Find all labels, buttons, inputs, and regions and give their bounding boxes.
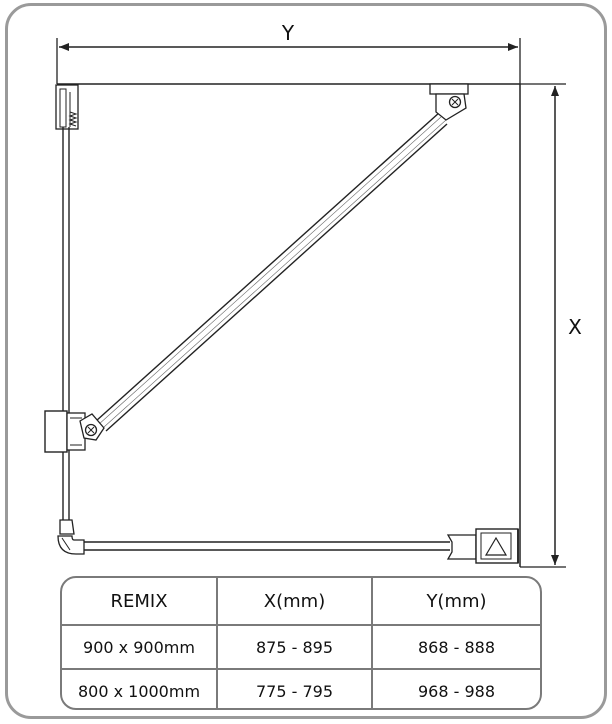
header-cell-model: REMIX xyxy=(110,590,168,612)
table-row: 900 x 900mm 875 - 895 868 - 888 xyxy=(62,624,540,668)
top-left-wall-bracket xyxy=(55,84,79,130)
header-cell-x: X(mm) xyxy=(216,578,371,624)
upper-stabilizer-bracket xyxy=(429,83,469,121)
diagonal-stabilizer-bar xyxy=(95,111,448,432)
bottom-left-corner-connector xyxy=(57,519,85,555)
lower-stabilizer-joint xyxy=(79,413,105,441)
cell-size: 800 x 1000mm xyxy=(77,681,201,701)
left-glass-panel xyxy=(62,127,70,520)
table-row: 800 x 1000mm 775 - 795 968 - 988 xyxy=(62,668,540,708)
cell-x-range: 875 - 895 xyxy=(216,626,371,668)
table-header-row: REMIX X(mm) Y(mm) xyxy=(62,578,540,624)
cell-y-range: 868 - 888 xyxy=(371,626,540,668)
y-dimension-label: Y xyxy=(281,21,295,45)
cell-y-range: 968 - 988 xyxy=(371,670,540,708)
header-cell-y: Y(mm) xyxy=(371,578,540,624)
left-middle-bracket xyxy=(44,410,86,453)
cell-x-range: 775 - 795 xyxy=(216,670,371,708)
y-dimension: Y xyxy=(56,21,521,84)
x-dimension-label: X xyxy=(568,315,582,339)
cell-size: 900 x 900mm xyxy=(83,637,195,657)
x-dimension: X xyxy=(520,83,582,568)
bottom-glass-panel xyxy=(84,541,450,551)
bottom-right-wall-bracket xyxy=(446,528,519,564)
spec-table: REMIX X(mm) Y(mm) 900 x 900mm 875 - 895 … xyxy=(60,576,542,710)
